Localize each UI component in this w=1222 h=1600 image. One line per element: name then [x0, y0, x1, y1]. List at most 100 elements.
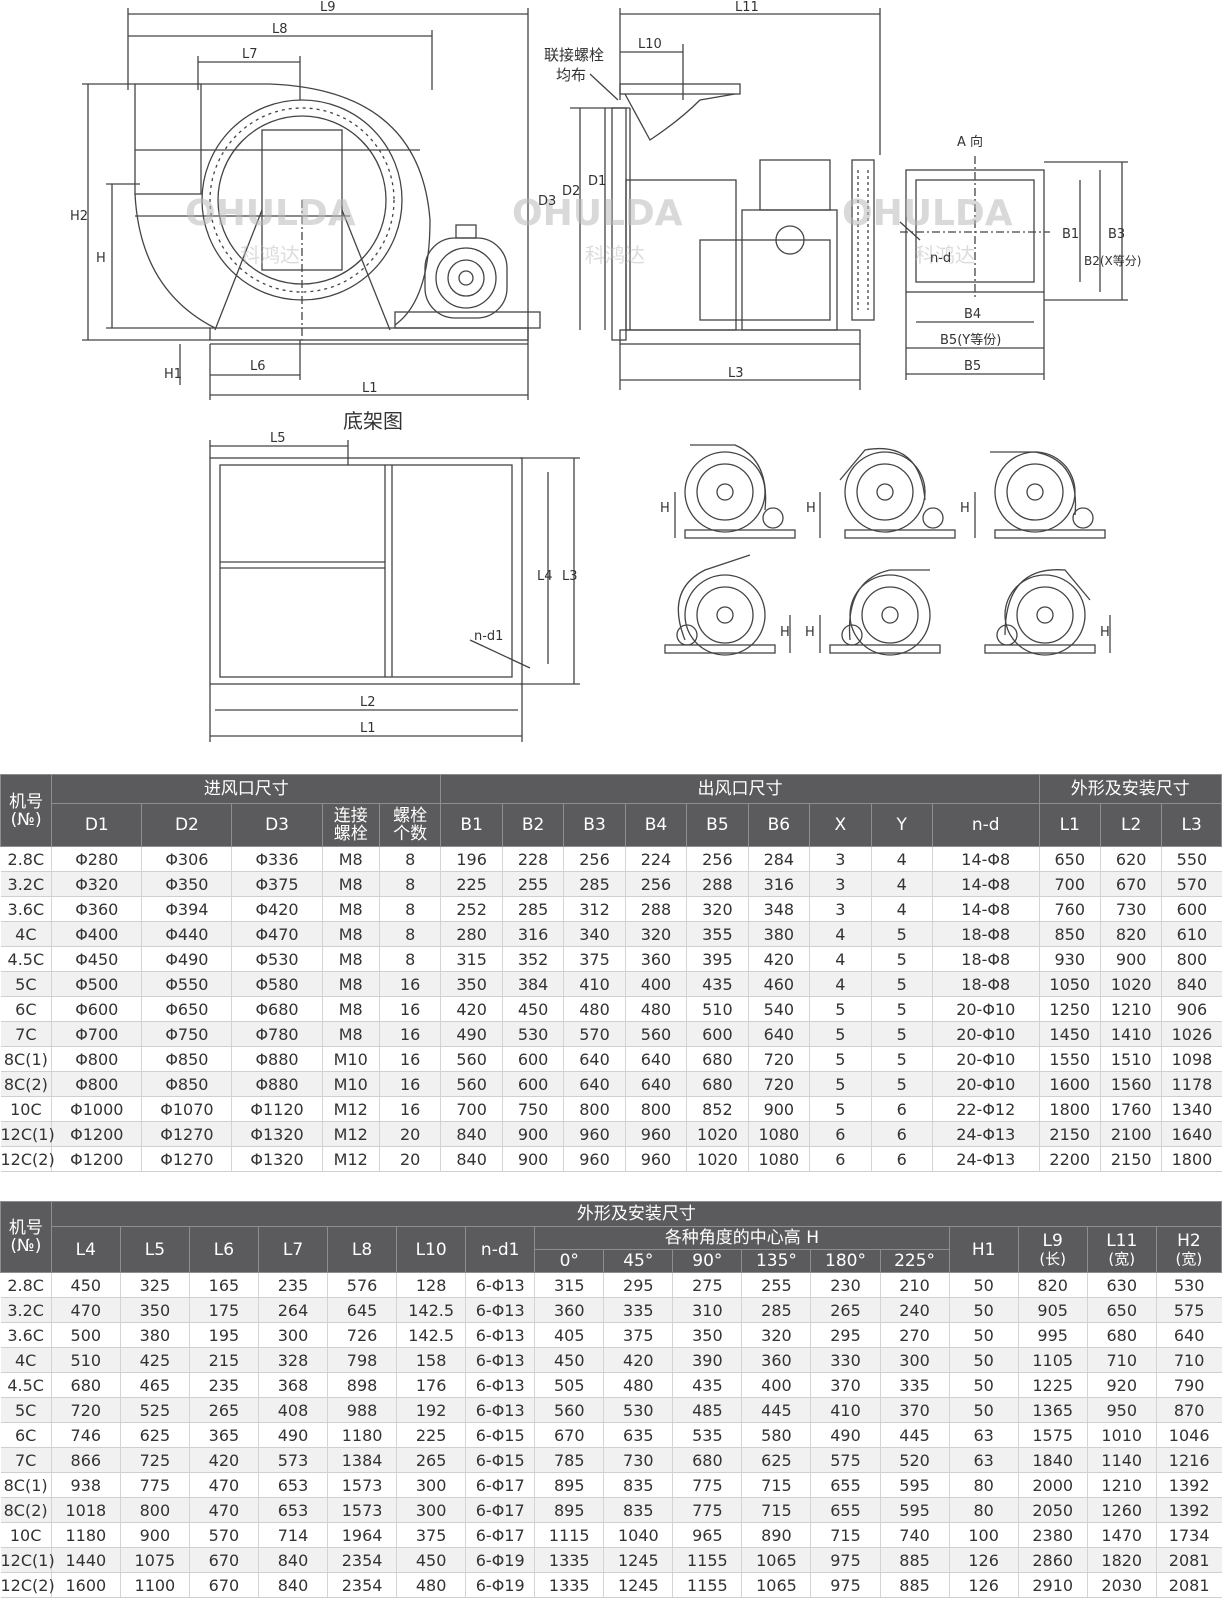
table-cell: 300: [396, 1497, 466, 1523]
angle-height-label: H: [960, 501, 970, 516]
table-cell: 1600: [1038, 1071, 1101, 1097]
table-cell: 710: [1086, 1347, 1157, 1373]
table-cell: 505: [534, 1372, 604, 1398]
table-cell: 560: [534, 1397, 604, 1423]
table-cell: 1098: [1161, 1046, 1222, 1072]
table-cell: M10: [321, 1071, 380, 1097]
table-cell: Φ850: [141, 1046, 232, 1072]
base-frame-view: [209, 440, 580, 742]
table-cell: 798: [327, 1347, 397, 1373]
table-cell: 285: [501, 896, 564, 922]
table-cell: 142.5: [396, 1297, 466, 1323]
table-cell: M8: [321, 971, 380, 997]
header-text: L11: [1106, 1230, 1138, 1251]
table-cell: Φ1320: [231, 1146, 323, 1172]
machine-no-cell: 7C: [0, 1021, 52, 1047]
table-cell: Φ1320: [231, 1121, 323, 1147]
dim-label: A 向: [957, 134, 983, 150]
table-cell: 900: [501, 1146, 564, 1172]
machine-no-cell: 8C(2): [0, 1071, 52, 1097]
table-cell: 1020: [686, 1146, 749, 1172]
table-cell: 580: [741, 1422, 811, 1448]
table-cell: 420: [603, 1347, 673, 1373]
table-cell: 573: [257, 1447, 328, 1473]
table-cell: 490: [440, 1021, 503, 1047]
table-cell: 20-Φ10: [931, 1071, 1040, 1097]
table-cell: 18-Φ8: [931, 946, 1040, 972]
table-cell: 720: [50, 1397, 121, 1423]
table-cell: 595: [879, 1497, 950, 1523]
table-cell: 265: [810, 1297, 881, 1323]
table-cell: 450: [501, 996, 564, 1022]
table-cell: 350: [672, 1322, 742, 1348]
table-cell: 6: [870, 1146, 933, 1172]
table-cell: 885: [879, 1547, 950, 1573]
table-cell: 480: [603, 1372, 673, 1398]
table-cell: 300: [879, 1347, 950, 1373]
table-cell: 360: [624, 946, 687, 972]
table-cell: 460: [747, 971, 810, 997]
machine-no-cell: 3.2C: [0, 1297, 52, 1323]
watermark: OHULDA: [512, 193, 683, 234]
table-cell: M8: [321, 846, 380, 872]
table-cell: 316: [501, 921, 564, 947]
table-cell: 550: [1161, 846, 1222, 872]
table-cell: 1178: [1161, 1071, 1222, 1097]
table-cell: 960: [624, 1121, 687, 1147]
table-cell: 6: [809, 1121, 871, 1147]
table-cell: 265: [188, 1397, 259, 1423]
table-cell: 680: [1086, 1322, 1157, 1348]
table-cell: 50: [948, 1347, 1019, 1373]
table-cell: 960: [563, 1121, 626, 1147]
table-cell: 410: [563, 971, 626, 997]
table-cell: 360: [741, 1347, 811, 1373]
table-cell: M8: [321, 996, 380, 1022]
table-cell: Φ1270: [141, 1121, 232, 1147]
column-header: L4: [50, 1226, 121, 1273]
table-cell: 408: [257, 1397, 328, 1423]
table-cell: 500: [50, 1322, 121, 1348]
table-cell: Φ350: [141, 871, 232, 897]
table-cell: 1046: [1155, 1422, 1222, 1448]
table-cell: M12: [321, 1146, 380, 1172]
watermark-cn: 科鸿达: [240, 243, 300, 267]
table-cell: 6-Φ13: [465, 1272, 535, 1298]
table-cell: 1250: [1038, 996, 1101, 1022]
machine-no-cell: 6C: [0, 996, 52, 1022]
dim-label: n-d1: [474, 629, 503, 644]
table-cell: 425: [119, 1347, 190, 1373]
machine-no-cell: 5C: [0, 971, 52, 997]
table-cell: 2150: [1038, 1121, 1101, 1147]
table-cell: 1450: [1038, 1021, 1101, 1047]
table-cell: 2354: [327, 1547, 397, 1573]
table-cell: 1065: [741, 1547, 811, 1573]
table-cell: 4: [870, 896, 933, 922]
table-cell: 284: [747, 846, 810, 872]
dim-label: L10: [638, 37, 662, 52]
inlet-group-header: 进风口尺寸: [51, 774, 442, 804]
table-cell: 1440: [50, 1547, 121, 1573]
table-cell: 6-Φ17: [465, 1522, 535, 1548]
table-cell: 2081: [1155, 1547, 1222, 1573]
table-cell: 1210: [1086, 1472, 1157, 1498]
table-cell: 1115: [534, 1522, 604, 1548]
dim-label: B2(X等分): [1084, 254, 1141, 268]
table-cell: 450: [534, 1347, 604, 1373]
table-cell: 995: [1017, 1322, 1088, 1348]
table-cell: 560: [440, 1071, 503, 1097]
table-cell: Φ600: [51, 996, 142, 1022]
table-cell: Φ1200: [51, 1121, 142, 1147]
table-cell: 256: [624, 871, 687, 897]
overall-group-header: 外形及安装尺寸: [1038, 774, 1222, 804]
table-cell: 20-Φ10: [931, 996, 1040, 1022]
angle-height-label: H: [660, 501, 670, 516]
table-cell: 465: [119, 1372, 190, 1398]
dim-label: D2: [562, 184, 580, 199]
table-cell: 50: [948, 1397, 1019, 1423]
machine-no-cell: 8C(2): [0, 1497, 52, 1523]
table-cell: 1065: [741, 1572, 811, 1598]
